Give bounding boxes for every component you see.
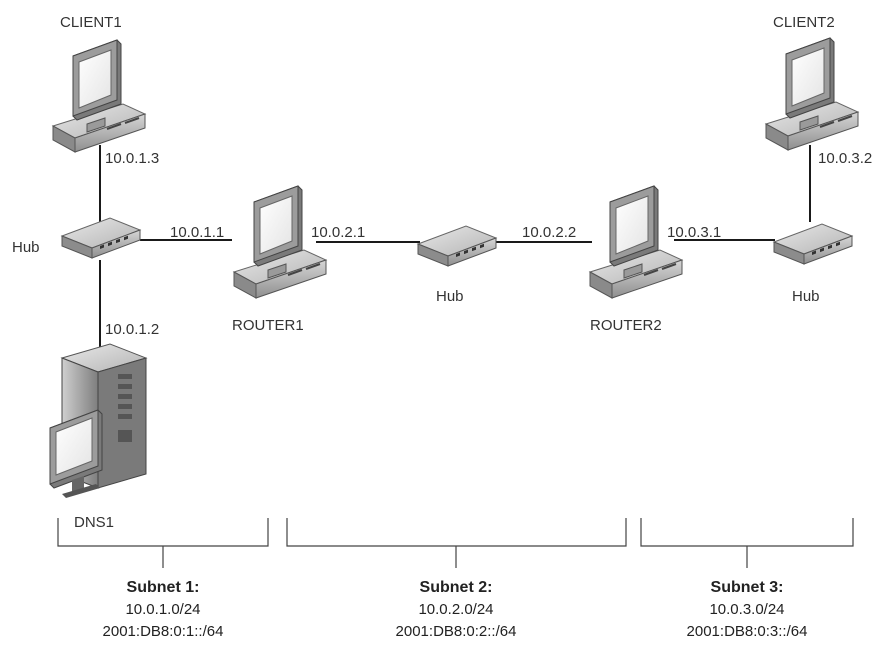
client2-computer-icon (765, 37, 859, 151)
router2-right-address: 10.0.3.1 (667, 224, 721, 241)
subnet1-title: Subnet 1: (127, 579, 200, 596)
router1-left-address: 10.0.1.1 (170, 224, 224, 241)
hub3-label: Hub (792, 288, 820, 305)
router2-label: ROUTER2 (590, 317, 662, 334)
subnet3-bracket (640, 518, 854, 568)
client2-address: 10.0.3.2 (818, 150, 872, 167)
subnet2-bracket (286, 518, 627, 568)
router1-label: ROUTER1 (232, 317, 304, 334)
client1-address: 10.0.1.3 (105, 150, 159, 167)
hub2-label: Hub (436, 288, 464, 305)
subnet3-title: Subnet 3: (711, 579, 784, 596)
network-links (99, 145, 811, 352)
router1-right-address: 10.0.2.1 (311, 224, 365, 241)
subnet3-ipv4: 10.0.3.0/24 (709, 601, 784, 618)
subnet2-caption: Subnet 2: 10.0.2.0/24 2001:DB8:0:2::/64 (396, 579, 517, 640)
router2-computer-icon (589, 185, 683, 299)
subnet1-caption: Subnet 1: 10.0.1.0/24 2001:DB8:0:1::/64 (103, 579, 224, 640)
subnet2-title: Subnet 2: (420, 579, 493, 596)
subnet3-caption: Subnet 3: 10.0.3.0/24 2001:DB8:0:3::/64 (687, 579, 808, 640)
hub2-icon (417, 225, 497, 267)
subnet1-bracket (57, 518, 269, 568)
hub1-label: Hub (12, 239, 40, 256)
dns1-label: DNS1 (74, 514, 114, 531)
router1-computer-icon (233, 185, 327, 299)
subnet1-ipv6: 2001:DB8:0:1::/64 (103, 623, 224, 640)
subnet2-ipv4: 10.0.2.0/24 (418, 601, 493, 618)
client2-label: CLIENT2 (773, 14, 835, 31)
subnet2-ipv6: 2001:DB8:0:2::/64 (396, 623, 517, 640)
client1-label: CLIENT1 (60, 14, 122, 31)
subnet3-ipv6: 2001:DB8:0:3::/64 (687, 623, 808, 640)
dns1-server-icon (49, 343, 148, 498)
client1-computer-icon (52, 39, 146, 153)
router2-left-address: 10.0.2.2 (522, 224, 576, 241)
dns1-address: 10.0.1.2 (105, 321, 159, 338)
hub1-icon (61, 217, 141, 259)
hub3-icon (773, 223, 853, 265)
subnet1-ipv4: 10.0.1.0/24 (125, 601, 200, 618)
